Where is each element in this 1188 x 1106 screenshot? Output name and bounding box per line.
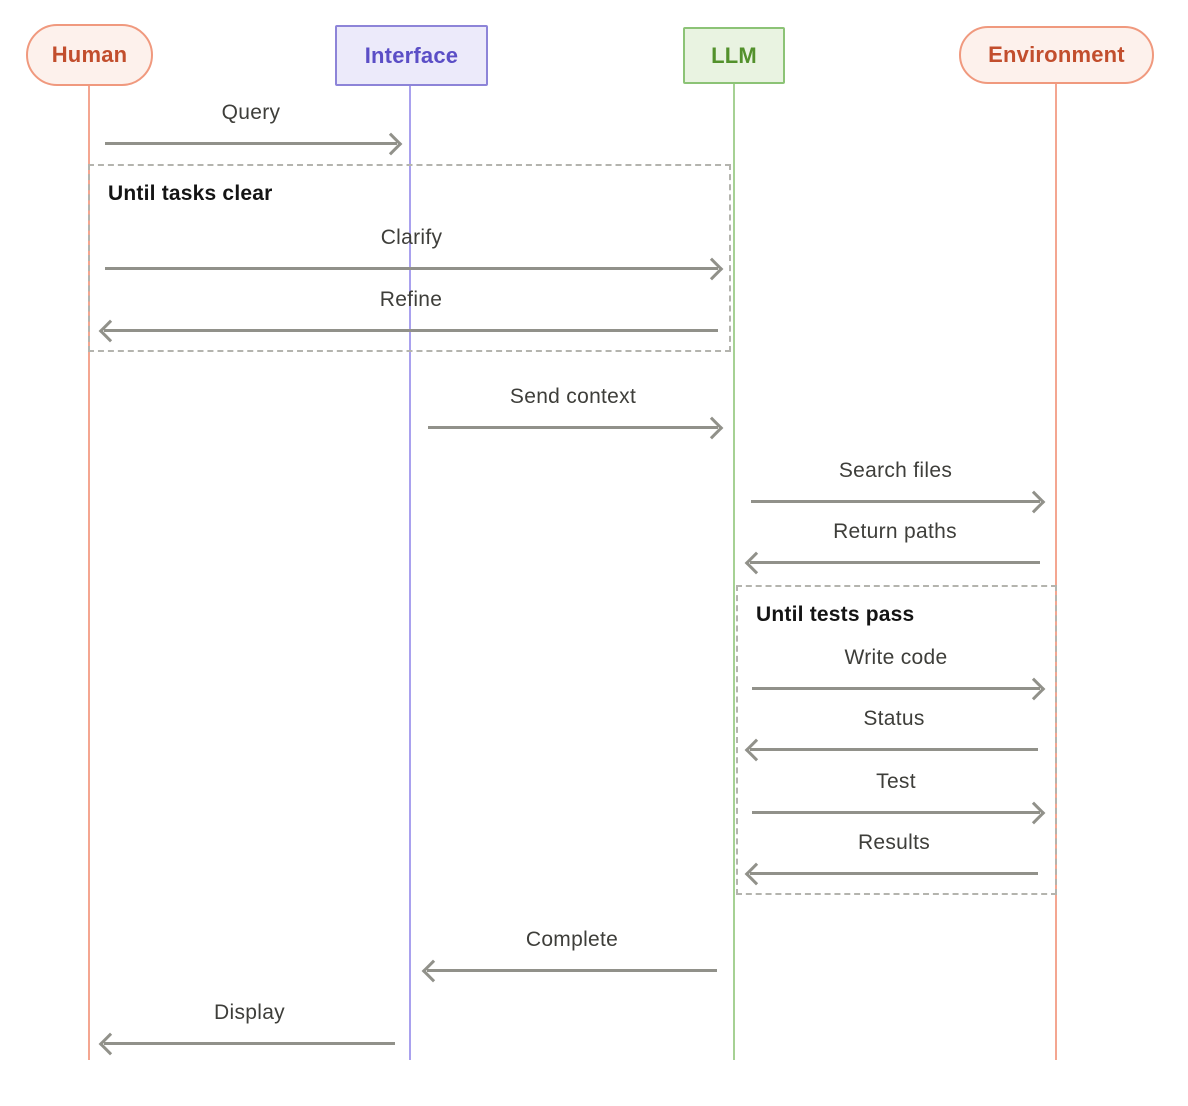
message-label: Display [214,1001,285,1024]
lifeline-environment [1055,84,1057,1060]
loop-until-tests-pass: Until tests pass [736,585,1057,895]
actor-human: Human [26,24,153,86]
loop-title: Until tests pass [756,603,915,626]
arrow-right-icon [105,142,397,145]
arrow-right-icon [428,426,718,429]
lifeline-interface [409,84,411,1060]
loop-until-tasks-clear: Until tasks clear [88,164,731,352]
arrow-right-icon [752,687,1040,690]
arrow-right-icon [751,500,1040,503]
message-label: Results [857,831,931,854]
message-label: Write code [844,646,948,669]
arrow-left-icon [750,561,1040,564]
message-label: Refine [379,288,443,311]
arrow-left-icon [104,1042,395,1045]
actor-environment: Environment [959,26,1154,84]
actor-label: Human [51,42,128,67]
actor-label: Interface [364,42,459,68]
message-label: Complete [525,928,619,951]
lifeline-human [88,84,90,1060]
arrow-left-icon [750,748,1038,751]
message-label: Search files [838,459,953,482]
message-label: Return paths [833,520,957,543]
message-label: Send context [509,385,637,408]
arrow-left-icon [750,872,1038,875]
message-label: Clarify [380,226,443,249]
arrow-right-icon [752,811,1040,814]
loop-title: Until tasks clear [108,182,273,205]
actor-label: Environment [988,42,1125,67]
message-label: Query [221,101,281,124]
arrow-left-icon [427,969,717,972]
actor-label: LLM [711,42,757,68]
arrow-right-icon [105,267,718,270]
actor-interface: Interface [335,25,488,86]
message-label: Test [876,770,916,793]
message-label: Status [863,707,925,730]
actor-llm: LLM [683,27,785,84]
lifeline-llm [733,84,735,1060]
arrow-left-icon [104,329,718,332]
